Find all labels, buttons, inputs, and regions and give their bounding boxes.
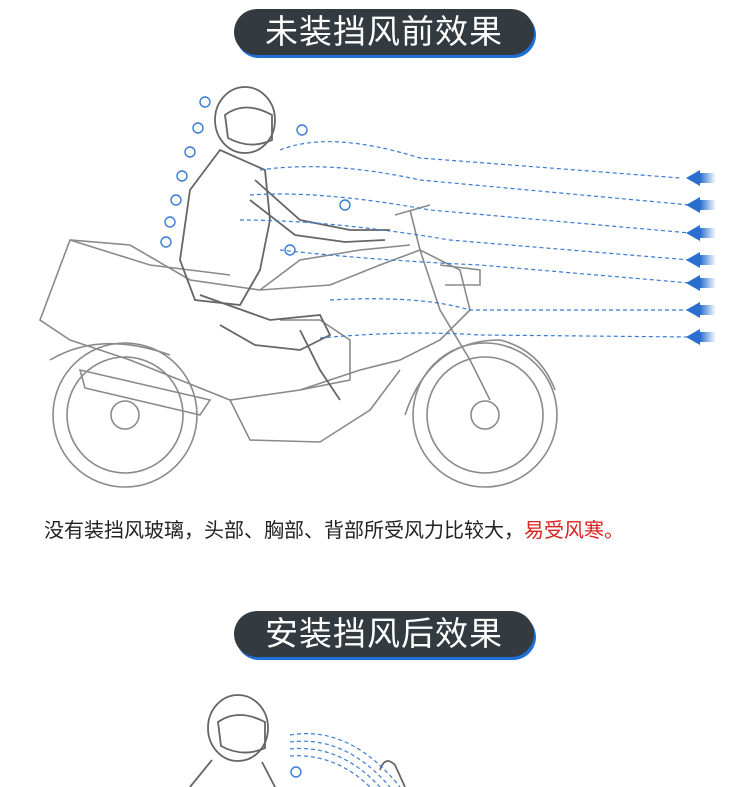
wind-flow-lines (239, 141, 691, 339)
section-title-before: 未装挡风前效果 (234, 9, 534, 55)
motorcycle-rider-illustration-before (39, 86, 716, 488)
wind-swirls (160, 96, 351, 256)
wind-swirl-after (290, 766, 302, 778)
caption-main-text: 没有装挡风玻璃，头部、胸部、背部所受风力比较大， (44, 518, 524, 542)
caption-before: 没有装挡风玻璃，头部、胸部、背部所受风力比较大，易受风寒。 (44, 514, 624, 543)
motorcycle-rider-illustration-after (189, 694, 406, 787)
wind-arrows (686, 170, 716, 345)
section-title-after: 安装挡风后效果 (234, 611, 534, 657)
rider-sketch (179, 86, 390, 401)
deflected-wind-lines (289, 733, 401, 787)
caption-warning-text: 易受风寒。 (524, 518, 624, 542)
motorcycle-sketch (39, 204, 558, 488)
